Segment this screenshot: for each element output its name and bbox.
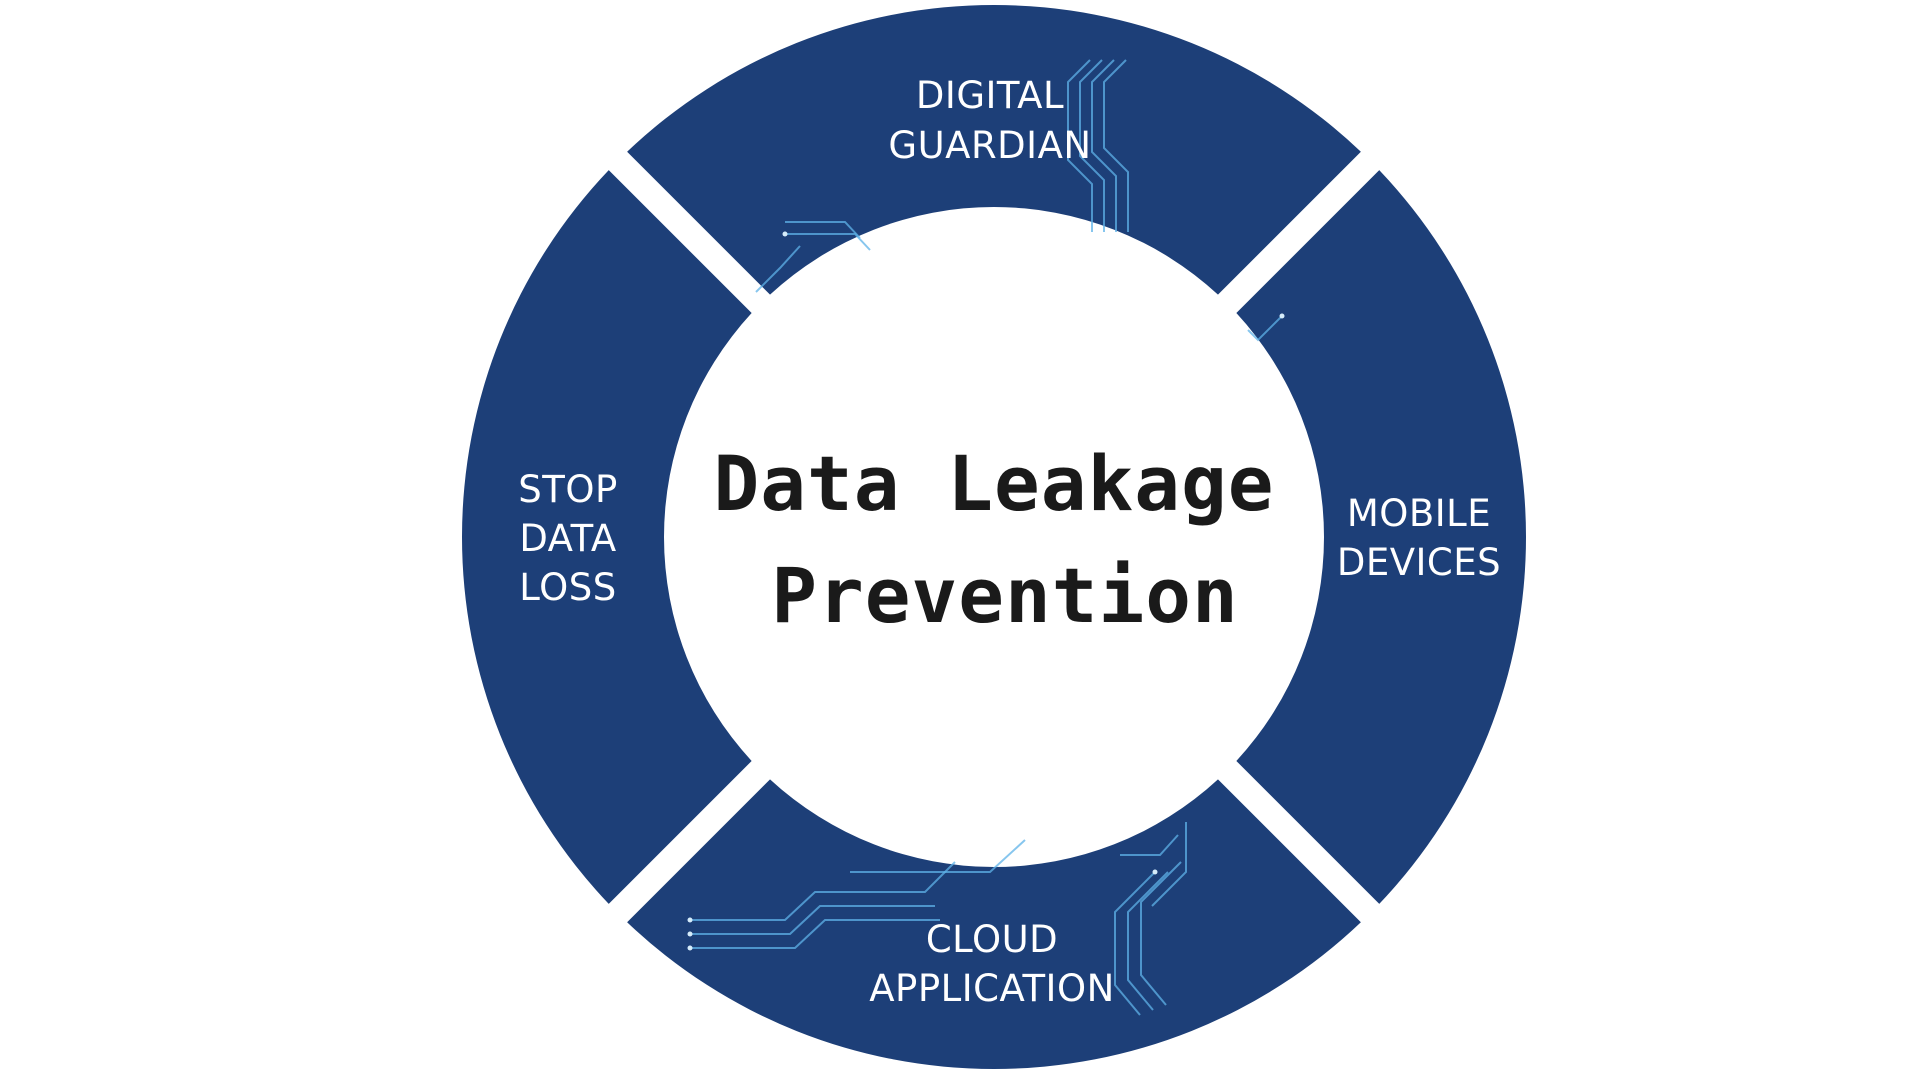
label-digital-guardian-line1: DIGITAL (916, 74, 1064, 117)
circuit-trace-top-6 (785, 221, 861, 239)
circuit-trace-bottom-1 (690, 861, 956, 921)
segment-mobile-devices (1236, 170, 1527, 904)
label-stop-data-loss-line2: DATA (519, 517, 616, 560)
center-title-line2: Prevention (771, 551, 1239, 640)
circuit-trace-bottom-7 (1140, 861, 1182, 1006)
circuit-dot-right (1279, 313, 1285, 319)
circuit-dot-bottom-4 (1152, 869, 1158, 875)
circuit-trace-bottom-6 (1127, 871, 1169, 1011)
label-digital-guardian-line2: GUARDIAN (888, 124, 1091, 167)
label-mobile-devices-line2: DEVICES (1337, 541, 1501, 584)
circuit-trace-bottom-2 (690, 905, 935, 935)
circuit-trace-top-7 (755, 245, 801, 293)
label-mobile-devices-line1: MOBILE (1347, 492, 1491, 535)
circuit-trace-right-1 (1247, 315, 1283, 342)
circuit-trace-top-1 (1067, 59, 1093, 232)
circuit-dot-bottom-1 (687, 917, 693, 923)
label-cloud-application-line2: APPLICATION (869, 967, 1115, 1010)
circuit-trace-top-3 (1091, 59, 1117, 232)
label-stop-data-loss-line1: STOP (518, 468, 618, 511)
label-stop-data-loss-line3: LOSS (519, 566, 616, 609)
segment-stop-data-loss (461, 170, 752, 904)
circuit-dot-bottom-2 (687, 931, 693, 937)
circuit-trace-top-2 (1079, 59, 1105, 232)
circuit-trace-bottom-4 (850, 839, 1026, 873)
center-title-line1: Data Leakage (713, 439, 1274, 528)
label-cloud-application-line1: CLOUD (926, 918, 1058, 961)
circuit-trace-bottom-8 (1151, 822, 1187, 907)
circuit-trace-bottom-9 (1120, 834, 1179, 856)
circuit-trace-bottom-3 (690, 919, 940, 949)
circuit-trace-bottom-5 (1114, 871, 1156, 1016)
circuit-trace-decoration (687, 59, 1285, 1016)
circuit-dot-bottom-3 (687, 945, 693, 951)
circuit-dot-top (782, 231, 788, 237)
circuit-trace-top-4 (1103, 59, 1129, 232)
segment-cloud-application (627, 779, 1361, 1069)
